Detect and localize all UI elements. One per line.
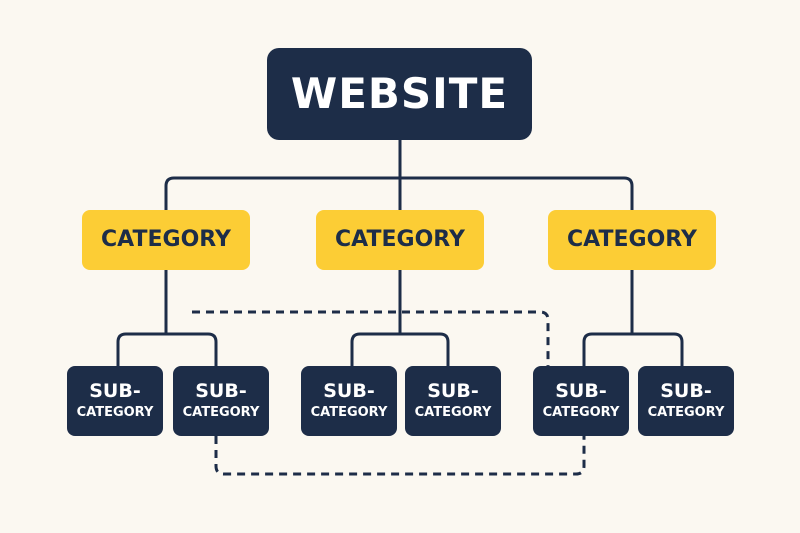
category-node-3: CATEGORY <box>548 210 716 270</box>
subcategory-label-line1: SUB- <box>427 380 479 403</box>
subcategory-label-line1: SUB- <box>660 380 712 403</box>
subcategory-node-3: SUB- CATEGORY <box>301 366 397 436</box>
category-label: CATEGORY <box>101 226 231 252</box>
subcategory-label-line1: SUB- <box>195 380 247 403</box>
subcategory-node-6: SUB- CATEGORY <box>638 366 734 436</box>
subcategory-node-2: SUB- CATEGORY <box>173 366 269 436</box>
subcategory-label-line2: CATEGORY <box>76 405 154 421</box>
category-1-branch-line <box>116 332 218 368</box>
subcategory-node-5: SUB- CATEGORY <box>533 366 629 436</box>
category-node-2: CATEGORY <box>316 210 484 270</box>
subcategory-label-line1: SUB- <box>89 380 141 403</box>
category-label: CATEGORY <box>567 226 697 252</box>
category-3-branch-line <box>582 332 684 368</box>
subcategory-label-line2: CATEGORY <box>647 405 725 421</box>
category-label: CATEGORY <box>335 226 465 252</box>
website-label: WEBSITE <box>290 68 509 118</box>
subcategory-label-line2: CATEGORY <box>182 405 260 421</box>
cross-link-bottom-dashed <box>214 436 586 476</box>
website-node: WEBSITE <box>267 48 532 140</box>
category-node-1: CATEGORY <box>82 210 250 270</box>
root-branch-line <box>164 176 634 212</box>
subcategory-label-line2: CATEGORY <box>414 405 492 421</box>
subcategory-label-line1: SUB- <box>555 380 607 403</box>
cross-link-top-dashed <box>192 310 550 366</box>
subcategory-label-line1: SUB- <box>323 380 375 403</box>
subcategory-label-line2: CATEGORY <box>542 405 620 421</box>
subcategory-label-line2: CATEGORY <box>310 405 388 421</box>
category-2-branch-line <box>350 332 450 368</box>
subcategory-node-4: SUB- CATEGORY <box>405 366 501 436</box>
subcategory-node-1: SUB- CATEGORY <box>67 366 163 436</box>
